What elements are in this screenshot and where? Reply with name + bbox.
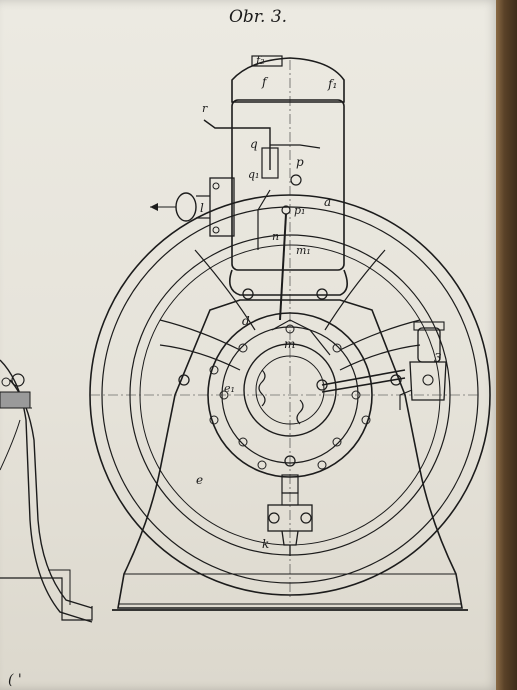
crank-hub (178, 288, 406, 478)
left-figure-fragment (0, 359, 93, 623)
label-3: 3 (434, 351, 442, 365)
label-f: f (261, 75, 269, 89)
label-r: r (202, 102, 208, 115)
label-f2: f₂ (255, 54, 264, 67)
label-e: e (196, 473, 203, 487)
injector (267, 474, 313, 556)
label-a: a (324, 195, 331, 209)
label-d: d (242, 314, 250, 328)
label-q1: q₁ (248, 168, 259, 181)
label-p1: p₁ (294, 204, 305, 217)
margin-mark: ( ' (8, 672, 22, 688)
label-f1: f₁ (327, 77, 337, 91)
label-l: l (200, 201, 204, 215)
book-edge (496, 0, 517, 690)
engine-base (112, 299, 468, 611)
label-k: k (262, 537, 269, 551)
lubricator (399, 321, 447, 410)
label-q: q (250, 137, 258, 151)
label-p: p (296, 155, 304, 169)
figure-title: Obr. 3. (229, 7, 287, 27)
label-e1: e₁ (224, 382, 235, 395)
part-labels: f₂ f f₁ r q q₁ p p₁ a l n m₁ d m e₁ e 3 … (196, 54, 442, 551)
label-m1: m₁ (296, 244, 311, 257)
label-n: n (272, 230, 279, 243)
hub-bolts (178, 288, 402, 470)
cylinder (150, 55, 348, 321)
label-m: m (284, 337, 295, 351)
